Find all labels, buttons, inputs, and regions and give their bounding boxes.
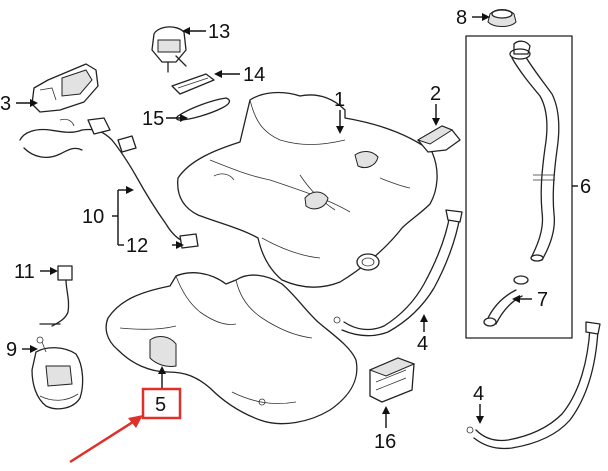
- callout-8: 8: [456, 7, 467, 29]
- gasket-ring: [176, 97, 231, 121]
- callout-12: 12: [126, 235, 148, 257]
- seal-retainer: [171, 73, 215, 95]
- callout-5: 5: [155, 394, 166, 416]
- pump-module-cover: [31, 63, 99, 113]
- small-shield-plate: [416, 125, 461, 153]
- callout-7: 7: [537, 289, 548, 311]
- callout-1: 1: [334, 89, 345, 111]
- control-module: [368, 357, 416, 403]
- callout-15: 15: [142, 108, 164, 130]
- level-sensor: [39, 265, 73, 327]
- callout-13: 13: [208, 21, 230, 43]
- highlight-box: [141, 387, 182, 420]
- callout-6: 6: [580, 176, 591, 198]
- callout-3: 3: [0, 93, 11, 115]
- part-6-bracket: [465, 35, 573, 339]
- callout-4-right: 4: [473, 383, 484, 405]
- red-pointer-arrow: [69, 415, 143, 464]
- callout-2: 2: [430, 83, 441, 105]
- callout-14: 14: [243, 64, 265, 86]
- callout-11: 11: [14, 261, 35, 283]
- vent-hose: [483, 275, 529, 327]
- callout-4-left: 4: [417, 333, 428, 355]
- callout-10: 10: [82, 206, 104, 228]
- tank-heat-shield: [105, 272, 358, 425]
- callout-labels: 1 2 3 4 4 5 6 7 8 9 10 11 12 13 14 15 16: [0, 7, 591, 453]
- tank-strap-left: [333, 209, 463, 337]
- fuel-sender-unit: [151, 26, 187, 73]
- wiring-harness: [19, 117, 199, 249]
- fuel-cap: [487, 9, 517, 27]
- tank-strap-right: [466, 321, 601, 450]
- upper-fuel-tank: [177, 91, 438, 288]
- fuel-pump-assembly: [31, 336, 84, 410]
- leader-lines: [16, 13, 578, 428]
- callout-16: 16: [374, 431, 396, 453]
- callout-9: 9: [6, 339, 17, 361]
- filler-neck-pipe: [509, 40, 560, 262]
